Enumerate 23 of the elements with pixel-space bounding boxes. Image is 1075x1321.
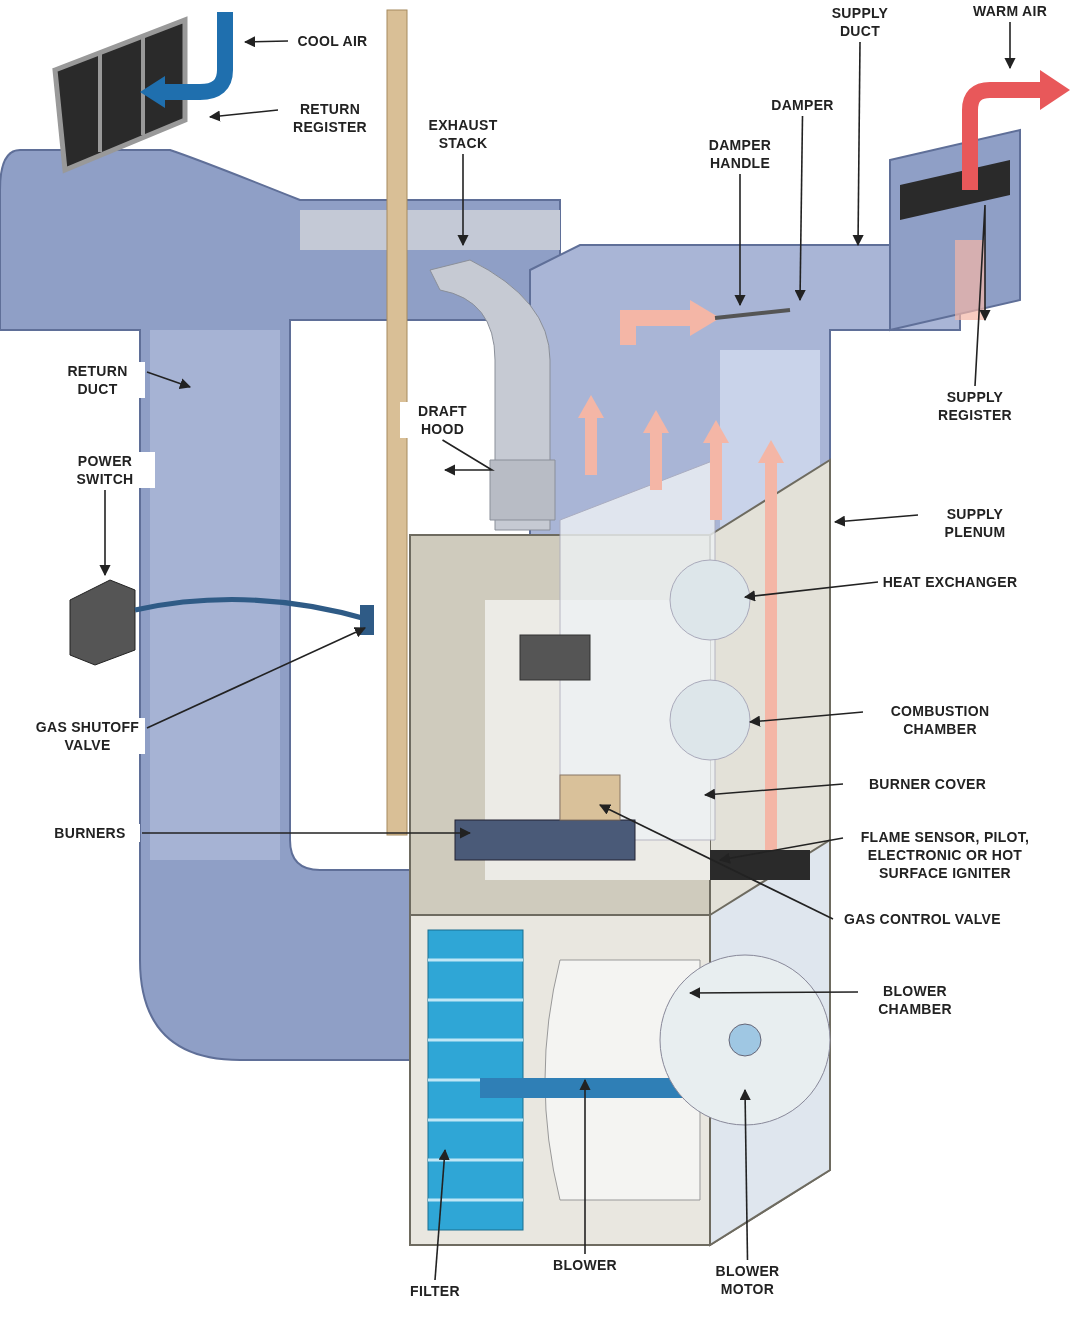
leader-line [739,1088,751,1261]
leader-line [1004,21,1016,70]
leader-line [718,837,844,864]
leader-line [688,987,859,999]
leader-line [579,1078,591,1255]
leader-line [208,109,279,122]
leader-line [974,204,991,387]
leader-line [734,173,746,307]
leader-line [243,36,289,48]
leader-line [703,783,844,800]
leader-line [743,581,879,602]
leader-line [146,627,366,729]
leader-line [434,1148,450,1281]
leader-line [141,827,472,839]
leader-line [833,514,919,527]
leader-line [599,804,834,920]
leader-line [146,371,192,389]
leader-line [441,439,495,476]
leader-line [852,41,864,247]
leader-line [457,153,469,247]
leader-line [748,711,864,727]
leader-line [794,115,806,302]
leader-line [99,489,111,577]
